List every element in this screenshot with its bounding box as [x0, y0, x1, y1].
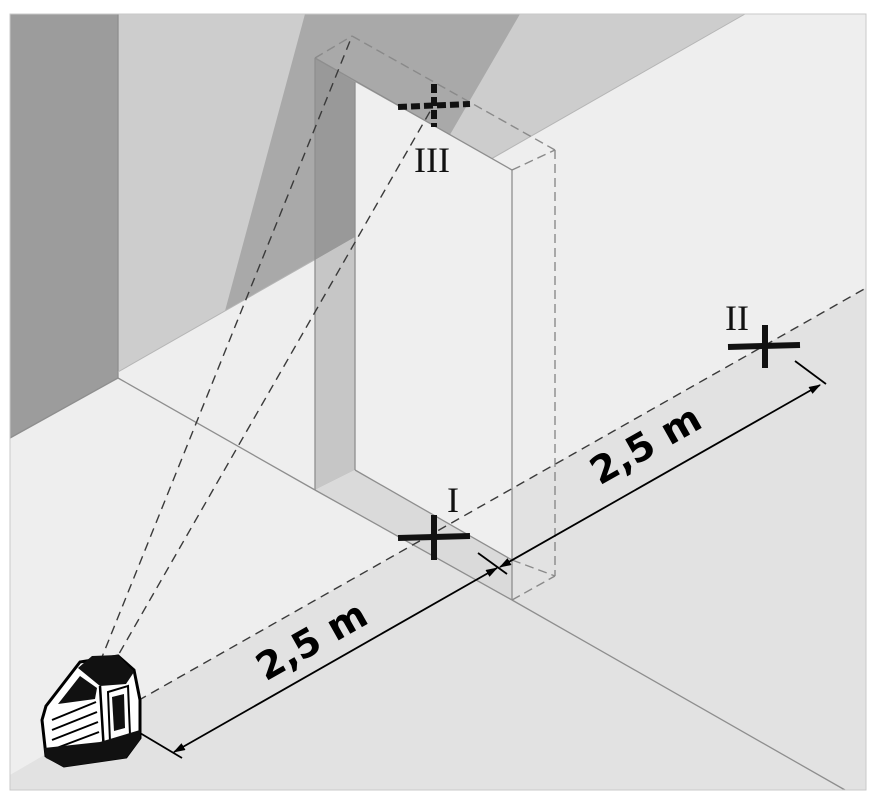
wall-base-line-right: [511, 599, 846, 791]
laser-level-device-icon: [40, 654, 142, 768]
laser-cross-marker-ii: [727, 325, 801, 368]
door-reveal-upper: [315, 58, 355, 260]
laser-cross-marker-iii: [397, 84, 471, 127]
marker-label-iii: III: [414, 140, 450, 180]
marker-label-i: I: [447, 480, 459, 520]
left-wall-base-line: [9, 377, 119, 439]
dimension-line-second: [499, 384, 821, 568]
extension-line-laser: [139, 732, 183, 759]
left-wall: [10, 14, 118, 438]
laser-cross-marker-i: [397, 515, 471, 560]
frame-border: [9, 13, 867, 791]
extension-line-position-2: [794, 360, 827, 385]
extension-line-position-1: [477, 552, 508, 575]
laser-fan-left-edge: [99, 35, 353, 663]
dimension-lines: [139, 360, 827, 759]
door-reveal-lower: [315, 237, 355, 490]
door-opening: [355, 82, 512, 560]
door-frame: [314, 35, 556, 601]
dimension-line-first: [173, 567, 498, 753]
marker-label-ii: II: [725, 298, 749, 338]
laser-vertical-line: [111, 107, 433, 667]
wall-base-line-left: [117, 377, 316, 491]
